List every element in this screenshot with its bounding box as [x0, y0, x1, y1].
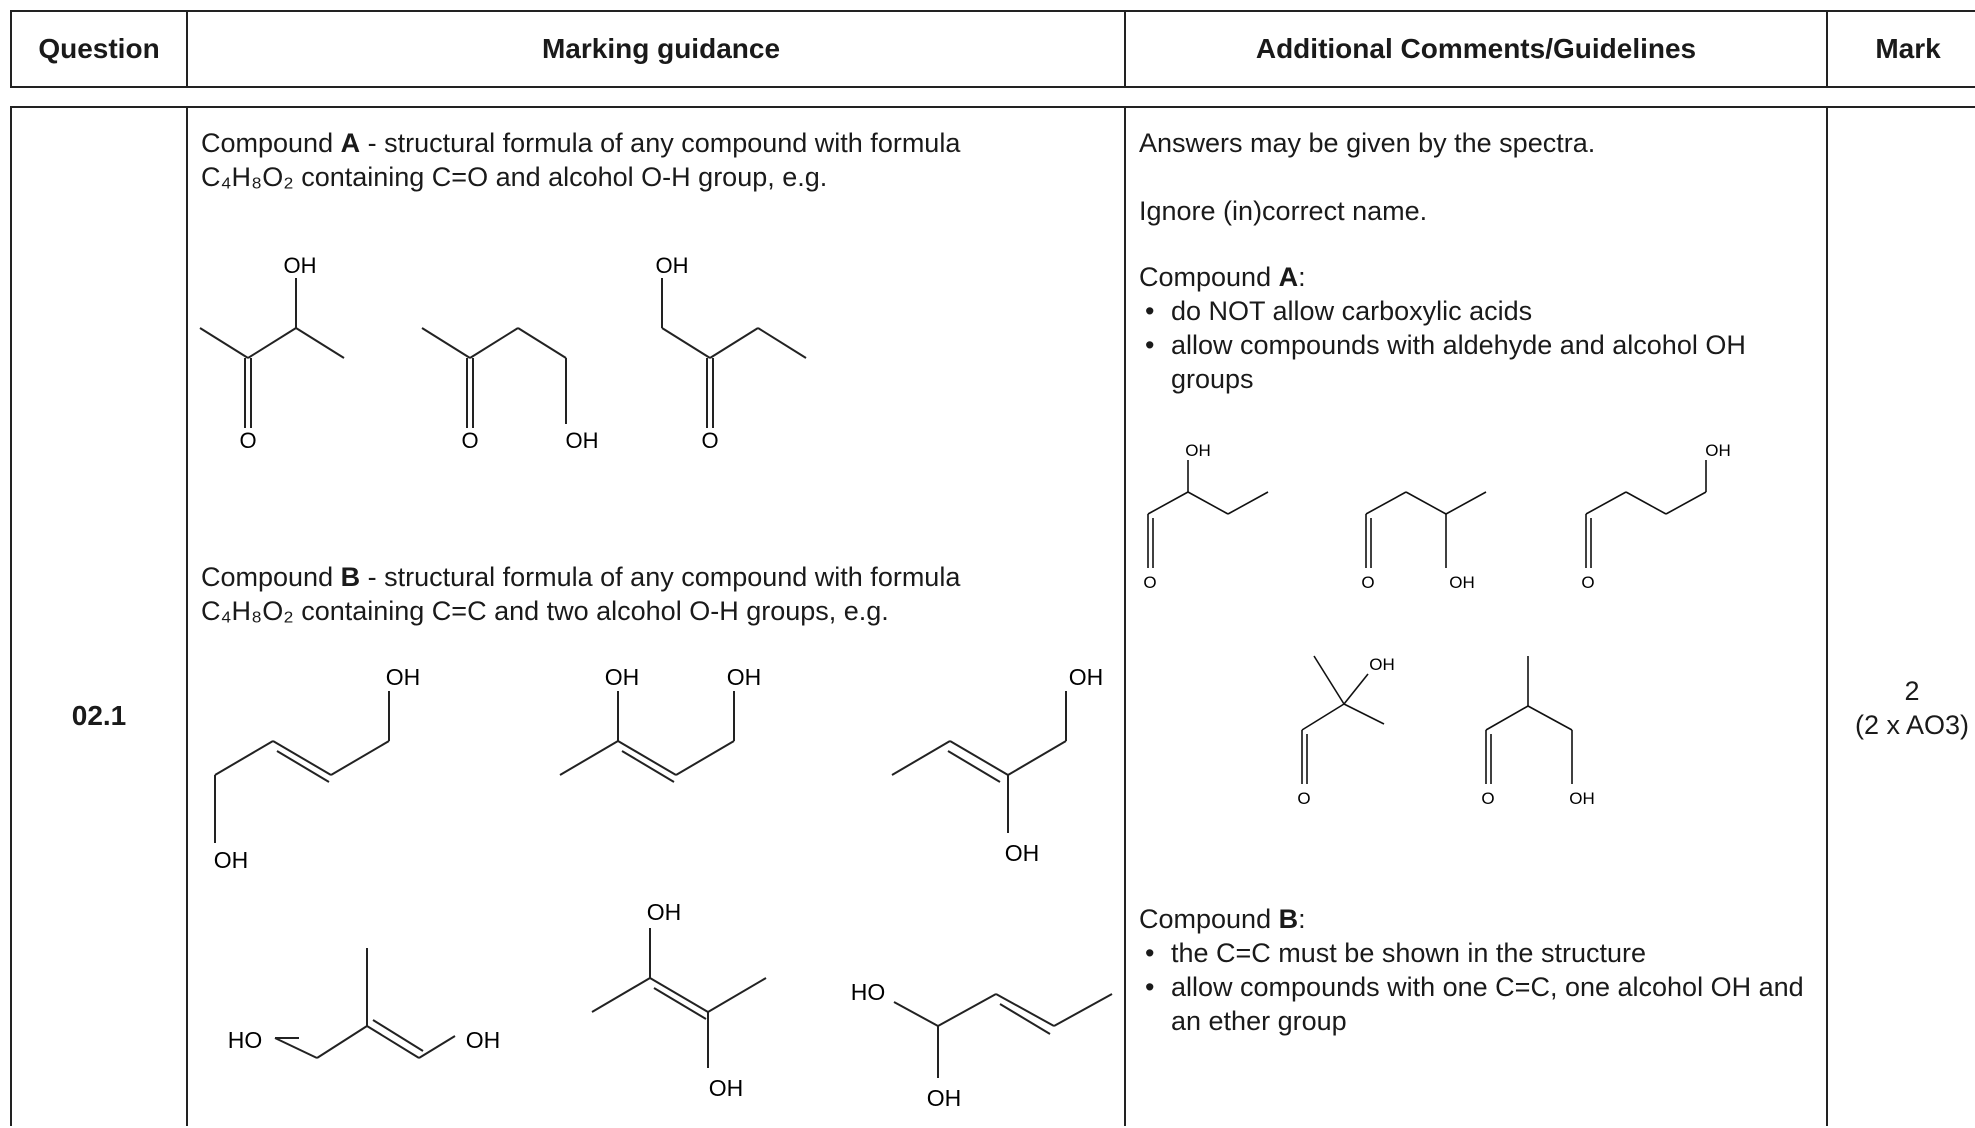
column-divider	[186, 108, 188, 1126]
compound-b-structure-5: OH OH	[591, 899, 767, 1101]
comment-compound-a-heading: Compound A:	[1139, 262, 1306, 292]
aldehyde-structure-4: OH O	[1297, 655, 1395, 808]
hydroxyl-label: OH	[284, 253, 317, 278]
header-additional-comments: Additional Comments/Guidelines	[1255, 33, 1697, 64]
oxygen-label: O	[461, 428, 478, 453]
oxygen-label: O	[1297, 789, 1310, 808]
hydroxyl-label: OH	[566, 428, 599, 453]
compound-a-description-line1: Compound A - structural formula of any c…	[201, 128, 961, 158]
mark-points: 2	[1904, 676, 1920, 706]
column-divider	[1124, 12, 1126, 86]
compound-b-structure-1: OH OH	[214, 664, 421, 873]
column-divider	[1124, 108, 1126, 1126]
hydroxyl-label: OH	[727, 664, 762, 690]
table-row: 02.1 Compound A - structural formula of …	[10, 106, 1975, 1126]
header-question: Question	[38, 33, 160, 64]
compound-a-structure-1: OH O	[199, 253, 345, 453]
mark-assessment-objective: (2 x AO3)	[1854, 710, 1970, 740]
aldehyde-structure-5: O OH	[1481, 656, 1595, 808]
hydroxyl-label: OH	[927, 1085, 962, 1111]
hydroxyl-label: OH	[605, 664, 640, 690]
comment-compound-b-bullets: the C=C must be shown in the structure a…	[1139, 936, 1819, 1038]
oxygen-label: O	[701, 428, 718, 453]
compound-a-structure-3: OH O	[656, 253, 807, 453]
list-item: the C=C must be shown in the structure	[1139, 936, 1819, 970]
hydroxyl-label: OH	[386, 664, 421, 690]
hydroxyl-label: OH	[647, 899, 682, 925]
hydroxyl-label: OH	[1569, 789, 1595, 808]
hydroxyl-label: OH	[1705, 441, 1731, 460]
column-divider	[186, 12, 188, 86]
hydroxyl-label: HO	[851, 979, 886, 1005]
hydroxyl-label: OH	[1005, 840, 1040, 866]
comment-ignore-name: Ignore (in)correct name.	[1139, 196, 1428, 226]
aldehyde-structure-2: O OH	[1361, 491, 1487, 592]
hydroxyl-label: OH	[1069, 664, 1104, 690]
oxygen-label: O	[1143, 573, 1156, 592]
comment-spectra: Answers may be given by the spectra.	[1139, 128, 1596, 158]
compound-b-structure-2: OH OH	[559, 664, 762, 783]
hydroxyl-label: OH	[214, 847, 249, 873]
aldehyde-structure-1: OH O	[1143, 441, 1269, 592]
mark-value: 2 (2 x AO3)	[1827, 674, 1975, 742]
compound-b-structure-6: HO OH	[851, 979, 1113, 1111]
hydroxyl-label: HO	[228, 1027, 263, 1053]
header-mark: Mark	[1875, 33, 1941, 64]
aldehyde-structure-3: OH O	[1581, 441, 1731, 592]
column-divider	[1826, 12, 1828, 86]
question-number: 02.1	[71, 700, 127, 731]
hydroxyl-label: OH	[709, 1075, 744, 1101]
list-item: do NOT allow carboxylic acids	[1139, 294, 1819, 328]
header-marking-guidance: Marking guidance	[541, 33, 781, 64]
hydroxyl-label: OH	[466, 1027, 501, 1053]
hydroxyl-label: OH	[1449, 573, 1475, 592]
oxygen-label: O	[239, 428, 256, 453]
oxygen-label: O	[1581, 573, 1594, 592]
compound-a-structure-2: O OH	[421, 327, 599, 453]
comment-compound-b-heading: Compound B:	[1139, 904, 1306, 934]
hydroxyl-label: OH	[656, 253, 689, 278]
hydroxyl-label: OH	[1369, 655, 1395, 674]
list-item: allow compounds with aldehyde and alcoho…	[1139, 328, 1819, 396]
compound-b-description-line2: C₄H₈O₂ containing C=C and two alcohol O-…	[201, 596, 889, 626]
oxygen-label: O	[1481, 789, 1494, 808]
table-header: Question Marking guidance Additional Com…	[10, 10, 1975, 88]
column-divider	[1826, 108, 1828, 1126]
compound-a-description-line2: C₄H₈O₂ containing C=O and alcohol O-H gr…	[201, 162, 828, 192]
compound-b-structure-4: HO OH	[228, 948, 501, 1059]
comment-compound-a-bullets: do NOT allow carboxylic acids allow comp…	[1139, 294, 1819, 396]
compound-b-description-line1: Compound B - structural formula of any c…	[201, 562, 961, 592]
compound-b-structure-3: OH OH	[891, 664, 1104, 866]
list-item: allow compounds with one C=C, one alcoho…	[1139, 970, 1819, 1038]
hydroxyl-label: OH	[1185, 441, 1211, 460]
oxygen-label: O	[1361, 573, 1374, 592]
